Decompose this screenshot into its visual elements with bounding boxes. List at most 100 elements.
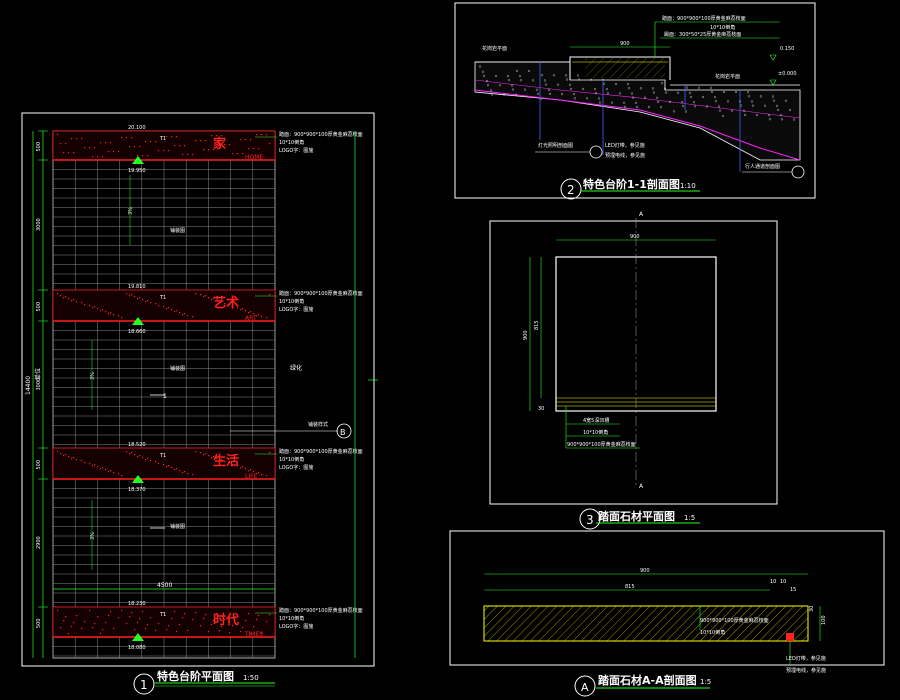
speckle <box>97 308 99 310</box>
speckle <box>200 140 202 142</box>
dim-total: 14400 <box>25 376 32 395</box>
speckle <box>216 458 218 460</box>
sec-dim-main: 815 <box>625 584 635 590</box>
speckle <box>147 300 149 302</box>
speckle <box>192 619 194 621</box>
speckle <box>232 625 234 627</box>
speckle <box>94 306 96 308</box>
gravel-dot <box>689 95 693 99</box>
speckle <box>147 155 149 157</box>
gravel-dot <box>511 88 515 91</box>
gravel-dot <box>751 104 755 107</box>
speckle <box>242 153 244 155</box>
gravel-dot <box>618 92 622 95</box>
speckle <box>171 136 173 138</box>
stone-section-title: 踏面石材A-A剖面图 <box>598 673 697 687</box>
speckle <box>237 153 239 155</box>
gravel-dot <box>688 91 692 94</box>
gravel-dot <box>605 88 609 91</box>
speckle <box>92 465 94 467</box>
dim-900: 900 <box>620 41 630 47</box>
speckle <box>248 312 250 314</box>
gravel-dot <box>519 79 523 82</box>
gravel-dot <box>585 97 589 100</box>
speckle <box>89 305 91 307</box>
note-1: 踏面：900*900*100厚黄金麻荔枝面 <box>662 15 746 22</box>
speckle <box>147 458 149 460</box>
field-label: 铺装图 <box>170 365 185 372</box>
sec-note-2: 10*10倒角 <box>700 629 725 636</box>
speckle <box>76 615 78 617</box>
speckle <box>76 138 78 140</box>
speckle <box>158 150 160 152</box>
gravel-dot <box>660 82 664 85</box>
stone-note-1: 4宽5深凹槽 <box>583 417 609 424</box>
tag-t1: T1 <box>159 136 166 142</box>
speckle <box>192 154 194 156</box>
speckle <box>232 464 234 466</box>
gravel-dot <box>623 105 627 108</box>
callout-b-text: 铺装样式 <box>308 421 328 428</box>
speckle <box>187 315 189 317</box>
speckle <box>81 302 83 304</box>
speckle <box>187 154 189 156</box>
dimension-value: 3000 <box>36 378 42 391</box>
speckle <box>184 471 186 473</box>
speckle <box>213 149 215 151</box>
band-note: 10*10倒角 <box>279 298 304 305</box>
gravel-dot <box>656 100 660 103</box>
dimension-value: 500 <box>36 460 42 470</box>
speckle <box>256 134 258 136</box>
elev-bot-marker <box>769 79 777 86</box>
speckle <box>219 302 221 304</box>
speckle <box>60 453 62 455</box>
speckle <box>57 451 59 453</box>
gravel-dot <box>489 89 493 92</box>
speckle <box>129 295 131 297</box>
band-title-cn: 家 <box>213 136 227 152</box>
speckle <box>256 473 258 475</box>
gravel-dot <box>576 74 580 77</box>
gravel-dot <box>639 87 643 90</box>
speckle <box>253 471 255 473</box>
elevation-top: 18.520 <box>128 442 146 448</box>
dim-top: 900 <box>630 234 640 240</box>
speckle <box>63 152 65 154</box>
speckle <box>126 293 128 295</box>
gravel-dot <box>718 109 722 112</box>
speckle <box>129 146 131 148</box>
speckle <box>253 313 255 315</box>
speckle <box>68 152 70 154</box>
speckle <box>250 311 252 313</box>
dim-inner: 815 <box>534 320 540 330</box>
stone-note-3: 900*900*100厚黄金麻荔枝面 <box>567 441 636 448</box>
speckle <box>118 315 120 317</box>
speckle <box>237 307 239 309</box>
speckle <box>229 304 231 306</box>
gravel-dot <box>697 86 701 89</box>
field-label: 铺装图 <box>170 523 185 530</box>
band-note: LOGO字：图施 <box>279 306 313 313</box>
gravel-dot <box>481 70 485 73</box>
plan-title-scale: 1:50 <box>243 674 259 682</box>
band-note: 踏面：900*900*100厚黄金麻荔枝面 <box>279 607 363 614</box>
speckle <box>84 147 86 149</box>
speckle <box>73 622 75 624</box>
slope-label: 3% <box>128 207 134 215</box>
speckle <box>84 304 86 306</box>
plan-title-circle <box>133 673 155 695</box>
speckle <box>94 147 96 149</box>
speckle <box>200 452 202 454</box>
speckle <box>205 295 207 297</box>
speckle <box>179 312 181 314</box>
speckle <box>203 618 205 620</box>
speckle <box>84 621 86 623</box>
speckle <box>76 301 78 303</box>
paving-grid <box>52 159 276 658</box>
top-step-stone <box>569 56 671 80</box>
speckle <box>145 628 147 630</box>
step-bands: 家HOME20.10019.950T1踏面：900*900*100厚黄金麻荔枝面… <box>52 125 363 651</box>
tag-t1: T1 <box>159 453 166 459</box>
speckle <box>229 462 231 464</box>
